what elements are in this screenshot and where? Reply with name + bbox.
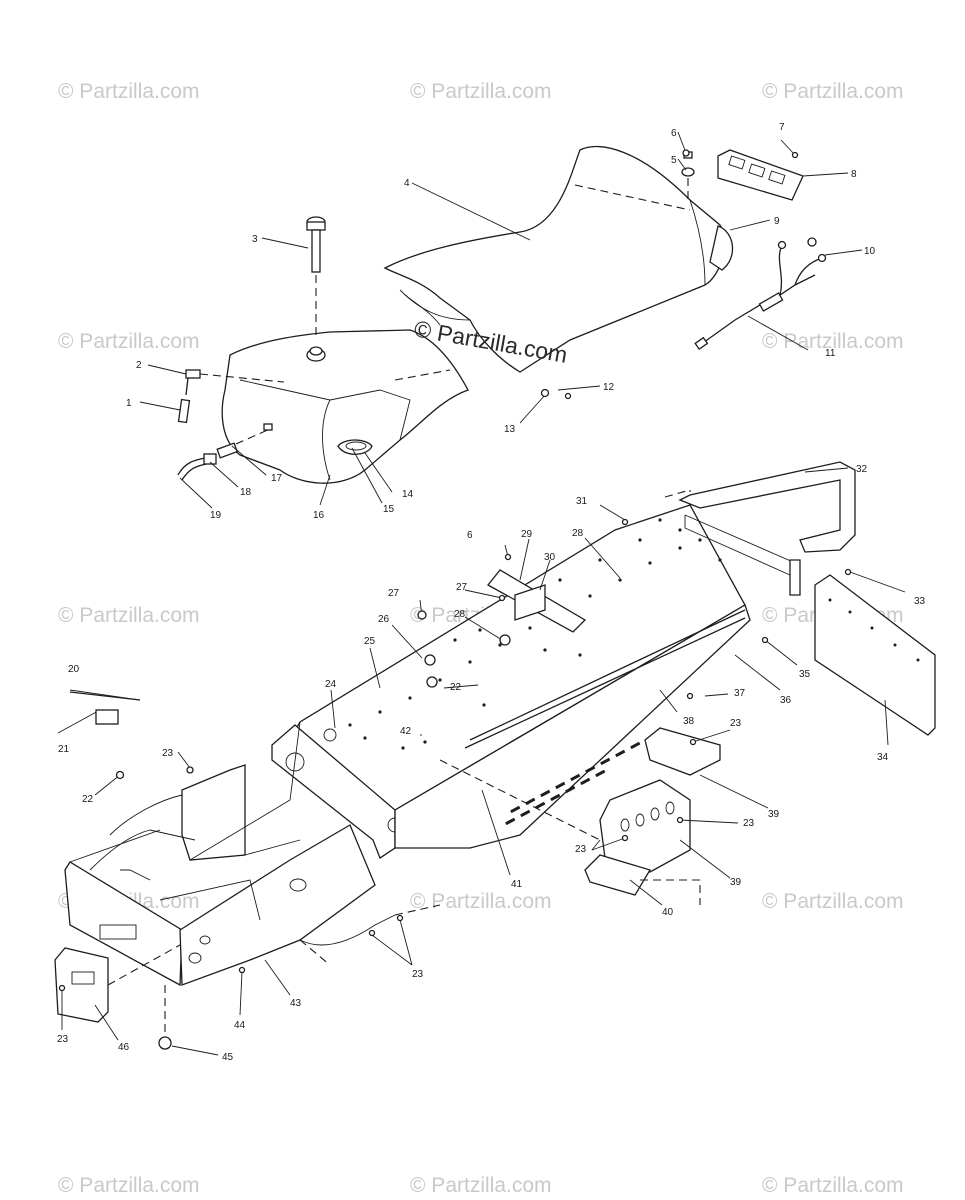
seat-hardware — [681, 151, 695, 200]
callout-39: 39 — [768, 809, 780, 820]
callout-43: 43 — [290, 998, 302, 1009]
seat-retainer-part — [717, 139, 804, 201]
callout-27b: 27 — [456, 582, 468, 593]
watermark: © Partzilla.com — [410, 1174, 552, 1197]
callout-45: 45 — [222, 1052, 234, 1063]
callout-23c: 23 — [743, 818, 755, 829]
front-plate-part — [54, 944, 181, 1023]
snow-flap-part — [814, 574, 936, 736]
callout-23d: 23 — [575, 844, 587, 855]
callout-7: 7 — [779, 122, 785, 133]
fasteners — [58, 149, 852, 992]
callout-2: 2 — [136, 360, 142, 371]
chassis-part — [64, 489, 751, 1050]
watermark: © Partzilla.com — [762, 80, 904, 103]
skid-plate-part — [599, 727, 721, 873]
callout-29: 29 — [521, 529, 533, 540]
watermark: © Partzilla.com — [762, 330, 904, 353]
callout-28: 28 — [572, 528, 584, 539]
watermark: © Partzilla.com — [410, 890, 552, 913]
callout-25: 25 — [364, 636, 376, 647]
rear-bumper-part — [678, 461, 856, 596]
callout-40: 40 — [662, 907, 674, 918]
bottom-plate-part — [584, 854, 701, 905]
callout-11: 11 — [825, 348, 836, 359]
callout-20: 20 — [68, 664, 80, 675]
watermark: © Partzilla.com — [58, 330, 200, 353]
callout-1: 1 — [126, 398, 132, 409]
callout-30: 30 — [544, 552, 556, 563]
mounting-holes — [323, 518, 722, 750]
callout-35: 35 — [799, 669, 811, 680]
callout-32: 32 — [856, 464, 868, 475]
callout-19: 19 — [210, 510, 222, 521]
callout-12: 12 — [603, 382, 615, 393]
callout-22: 22 — [82, 794, 94, 805]
fuel-fitting-part — [177, 369, 285, 424]
callout-41: 41 — [511, 879, 523, 890]
callout-8: 8 — [851, 169, 857, 180]
callout-31: 31 — [576, 496, 588, 507]
callout-24: 24 — [325, 679, 337, 690]
callout-21: 21 — [58, 744, 70, 755]
callout-23e: 23 — [412, 969, 424, 980]
callout-37: 37 — [734, 688, 746, 699]
callout-4: 4 — [404, 178, 410, 189]
callout-33: 33 — [914, 596, 926, 607]
bracket-part — [487, 569, 587, 633]
callout-5: 5 — [671, 155, 677, 166]
fuel-tank-part — [221, 329, 469, 484]
callout-23f: 23 — [57, 1034, 69, 1045]
callout-13: 13 — [504, 424, 516, 435]
fuel-line-part — [177, 423, 273, 481]
callout-16: 16 — [313, 510, 325, 521]
watermark: © Partzilla.com — [762, 1174, 904, 1197]
watermark: © Partzilla.com — [762, 890, 904, 913]
watermark: © Partzilla.com — [58, 1174, 200, 1197]
callout-44: 44 — [234, 1020, 246, 1031]
watermark: © Partzilla.com — [58, 80, 200, 103]
callout-22b: 22 — [450, 682, 462, 693]
callout-27: 27 — [388, 588, 400, 599]
callout-26: 26 — [378, 614, 390, 625]
callout-14: 14 — [402, 489, 414, 500]
vent-slots — [505, 741, 641, 826]
callout-labels: 1 2 3 4 5 6 7 8 9 10 11 12 13 14 15 16 1… — [57, 122, 926, 1063]
callout-23b: 23 — [730, 718, 742, 729]
callout-42: 42 — [400, 726, 412, 737]
watermark: © Partzilla.com — [58, 604, 200, 627]
seat-part — [383, 145, 734, 373]
callout-28b: 28 — [454, 609, 466, 620]
callout-18: 18 — [240, 487, 252, 498]
callout-36: 36 — [780, 695, 792, 706]
callout-23: 23 — [162, 748, 174, 759]
fuel-cap-part — [306, 216, 326, 340]
callout-39b: 39 — [730, 877, 742, 888]
callout-46: 46 — [118, 1042, 130, 1053]
callout-6b: 6 — [467, 530, 473, 541]
callout-3: 3 — [252, 234, 258, 245]
callout-10: 10 — [864, 246, 876, 257]
callout-6: 6 — [671, 128, 677, 139]
wiring-harness-part — [694, 237, 827, 351]
watermark: © Partzilla.com — [410, 80, 552, 103]
callout-34: 34 — [877, 752, 889, 763]
callout-38: 38 — [683, 716, 695, 727]
callout-9: 9 — [774, 216, 780, 227]
callout-17: 17 — [271, 473, 283, 484]
callout-15: 15 — [383, 504, 395, 515]
